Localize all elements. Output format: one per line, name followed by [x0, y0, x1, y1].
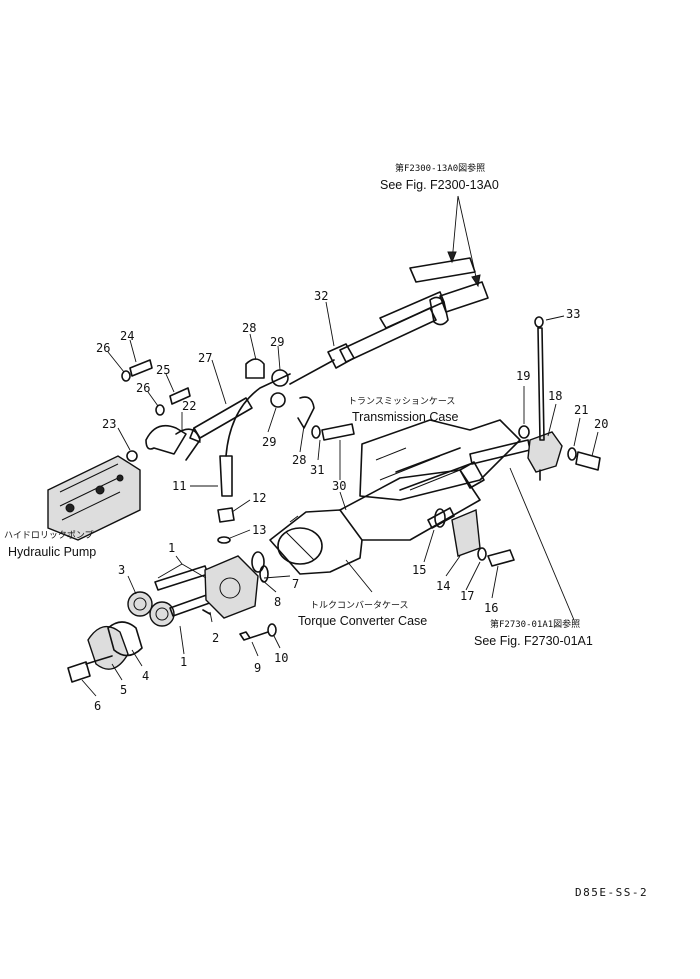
right-fitting: [518, 316, 601, 481]
callout-4: 4: [142, 669, 149, 683]
callout-22: 22: [182, 399, 196, 413]
callout-32: 32: [314, 289, 328, 303]
reference-right-jp: 第F2730-01A1図参照: [490, 618, 580, 630]
callouts: 1 1 2 3 4 5 6 7 8 9 10 11 12: [81, 289, 608, 713]
reference-right: 第F2730-01A1図参照 See Fig. F2730-01A1: [474, 467, 593, 648]
callout-28-lower: 28: [292, 453, 306, 467]
callout-19: 19: [516, 369, 530, 383]
callout-1-lower: 1: [180, 655, 187, 669]
callout-23: 23: [102, 417, 116, 431]
reference-top-en: See Fig. F2300-13A0: [380, 178, 499, 192]
callout-13: 13: [252, 523, 266, 537]
converter-en: Torque Converter Case: [298, 614, 427, 628]
callout-29-lower: 29: [262, 435, 276, 449]
callout-6: 6: [94, 699, 101, 713]
callout-27: 27: [198, 351, 212, 365]
callout-25: 25: [156, 363, 170, 377]
callout-14: 14: [436, 579, 450, 593]
reference-top-jp: 第F2300-13A0図参照: [395, 162, 485, 174]
transmission-en: Transmission Case: [352, 410, 459, 424]
label-converter: トルクコンバータケース Torque Converter Case: [298, 559, 427, 628]
hose-27: [189, 397, 253, 443]
callout-9: 9: [254, 661, 261, 675]
callout-16: 16: [484, 601, 498, 615]
callout-20: 20: [594, 417, 608, 431]
callout-3: 3: [118, 563, 125, 577]
callout-26-lower: 26: [136, 381, 150, 395]
clamps: [245, 343, 355, 429]
callout-2: 2: [212, 631, 219, 645]
callout-24: 24: [120, 329, 134, 343]
callout-8: 8: [274, 595, 281, 609]
callout-26-upper: 26: [96, 341, 110, 355]
callout-30: 30: [332, 479, 346, 493]
callout-28-upper: 28: [242, 321, 256, 335]
hose-11: [219, 373, 291, 497]
callout-15: 15: [412, 563, 426, 577]
callout-10: 10: [274, 651, 288, 665]
pump-components: [67, 507, 277, 683]
converter-jp: トルクコンバータケース: [310, 600, 409, 611]
pump-jp: ハイドロリックポンプ: [4, 530, 94, 541]
hydraulic-pump-body: [47, 455, 141, 541]
callout-12: 12: [252, 491, 266, 505]
callout-1-upper: 1: [168, 541, 175, 555]
callout-17: 17: [460, 589, 474, 603]
label-pump: ハイドロリックポンプ Hydraulic Pump: [4, 530, 96, 559]
pump-en: Hydraulic Pump: [8, 545, 96, 559]
torque-converter-case: [269, 469, 481, 575]
transmission-jp: トランスミッションケース: [348, 396, 455, 407]
label-transmission: トランスミッションケース Transmission Case: [348, 396, 459, 424]
callout-18: 18: [548, 389, 562, 403]
callout-33: 33: [566, 307, 580, 321]
transmission-case: [311, 419, 531, 567]
reference-right-en: See Fig. F2730-01A1: [474, 634, 593, 648]
drawing-code: D85E-SS-2: [575, 886, 648, 899]
callout-11: 11: [172, 479, 186, 493]
callout-5: 5: [120, 683, 127, 697]
callout-21: 21: [574, 403, 588, 417]
reference-top: 第F2300-13A0図参照 See Fig. F2300-13A0: [380, 162, 499, 288]
callout-29-upper: 29: [270, 335, 284, 349]
callout-31: 31: [310, 463, 324, 477]
callout-7: 7: [292, 577, 299, 591]
upper-tubes: [339, 257, 489, 363]
